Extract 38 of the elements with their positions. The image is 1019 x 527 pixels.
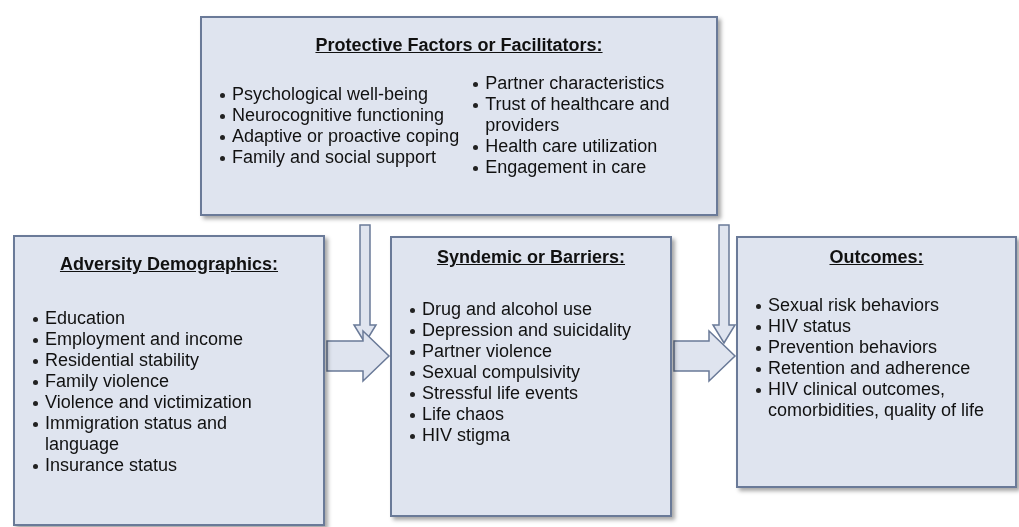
list-item: Partner characteristics <box>485 73 665 94</box>
list-item: Prevention behaviors <box>768 337 938 358</box>
block-arrow <box>326 329 391 383</box>
block-arrow <box>711 224 737 345</box>
factor-box <box>736 236 1017 488</box>
list-item: Health care utilization <box>485 136 658 157</box>
list-item: Depression and suicidality <box>422 320 632 341</box>
box-heading: Syndemic or Barriers: <box>436 246 626 269</box>
list-item: HIV stigma <box>422 425 511 446</box>
list-item: Violence and victimization <box>45 392 252 413</box>
list-item: Trust of healthcare and providers <box>485 94 671 136</box>
list-item: Life chaos <box>422 404 505 425</box>
list-item: Stressful life events <box>422 383 579 404</box>
list-item: Family and social support <box>232 146 437 168</box>
list-item: Engagement in care <box>485 157 647 178</box>
list-item: Neurocognitive functioning <box>232 104 445 126</box>
list-item: HIV status <box>768 316 852 337</box>
list-item: Insurance status <box>45 455 178 476</box>
list-item: Sexual compulsivity <box>422 362 581 383</box>
list-item: Retention and adherence <box>768 358 971 379</box>
box-heading: Adversity Demographics: <box>59 253 279 276</box>
list-item: Adaptive or proactive coping <box>232 125 460 147</box>
factor-box <box>200 16 718 216</box>
list-item: Family violence <box>45 371 170 392</box>
factor-box <box>13 235 325 526</box>
list-item: HIV clinical outcomes, comorbidities, quality of life <box>768 379 986 421</box>
list-item: Immigration status and language <box>45 413 229 455</box>
list-item: Employment and income <box>45 329 244 350</box>
list-item: Education <box>45 308 126 329</box>
block-arrow <box>673 329 737 383</box>
box-heading: Outcomes: <box>829 246 924 269</box>
factor-box <box>390 236 672 517</box>
list-item: Sexual risk behaviors <box>768 295 940 316</box>
list-item: Residential stability <box>45 350 200 371</box>
list-item: Drug and alcohol use <box>422 299 593 320</box>
box-heading: Protective Factors or Facilitators: <box>315 34 603 57</box>
list-item: Psychological well-being <box>232 83 429 105</box>
list-item: Partner violence <box>422 341 553 362</box>
